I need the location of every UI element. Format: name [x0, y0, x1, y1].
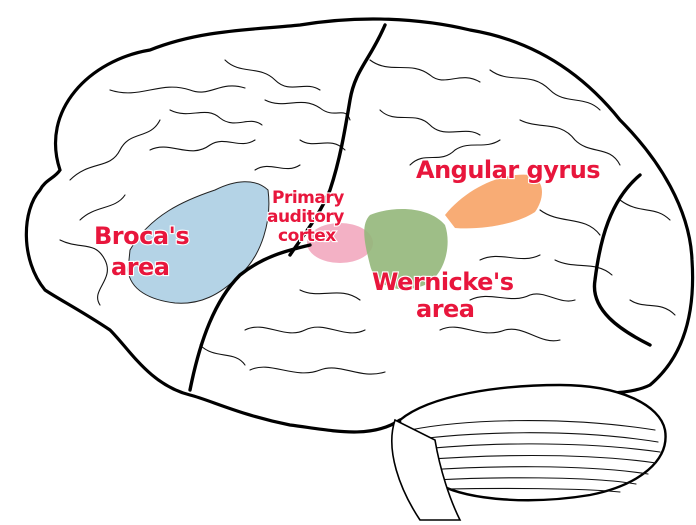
- label-angular-gyrus: Angular gyrus: [416, 156, 600, 184]
- label-wernicke-line2: area: [416, 295, 475, 323]
- label-broca-line1: Broca's: [94, 222, 189, 250]
- label-wernicke-line1: Wernicke's: [372, 268, 514, 296]
- label-pac-line1: Primary: [272, 188, 344, 208]
- label-primary-auditory-cortex: Primary auditory cortex: [267, 188, 344, 246]
- label-pac-line2: auditory: [267, 207, 344, 227]
- label-broca-line2: area: [111, 253, 170, 281]
- label-angular-gyrus-line1: Angular gyrus: [416, 156, 600, 184]
- label-pac-line3: cortex: [278, 226, 336, 246]
